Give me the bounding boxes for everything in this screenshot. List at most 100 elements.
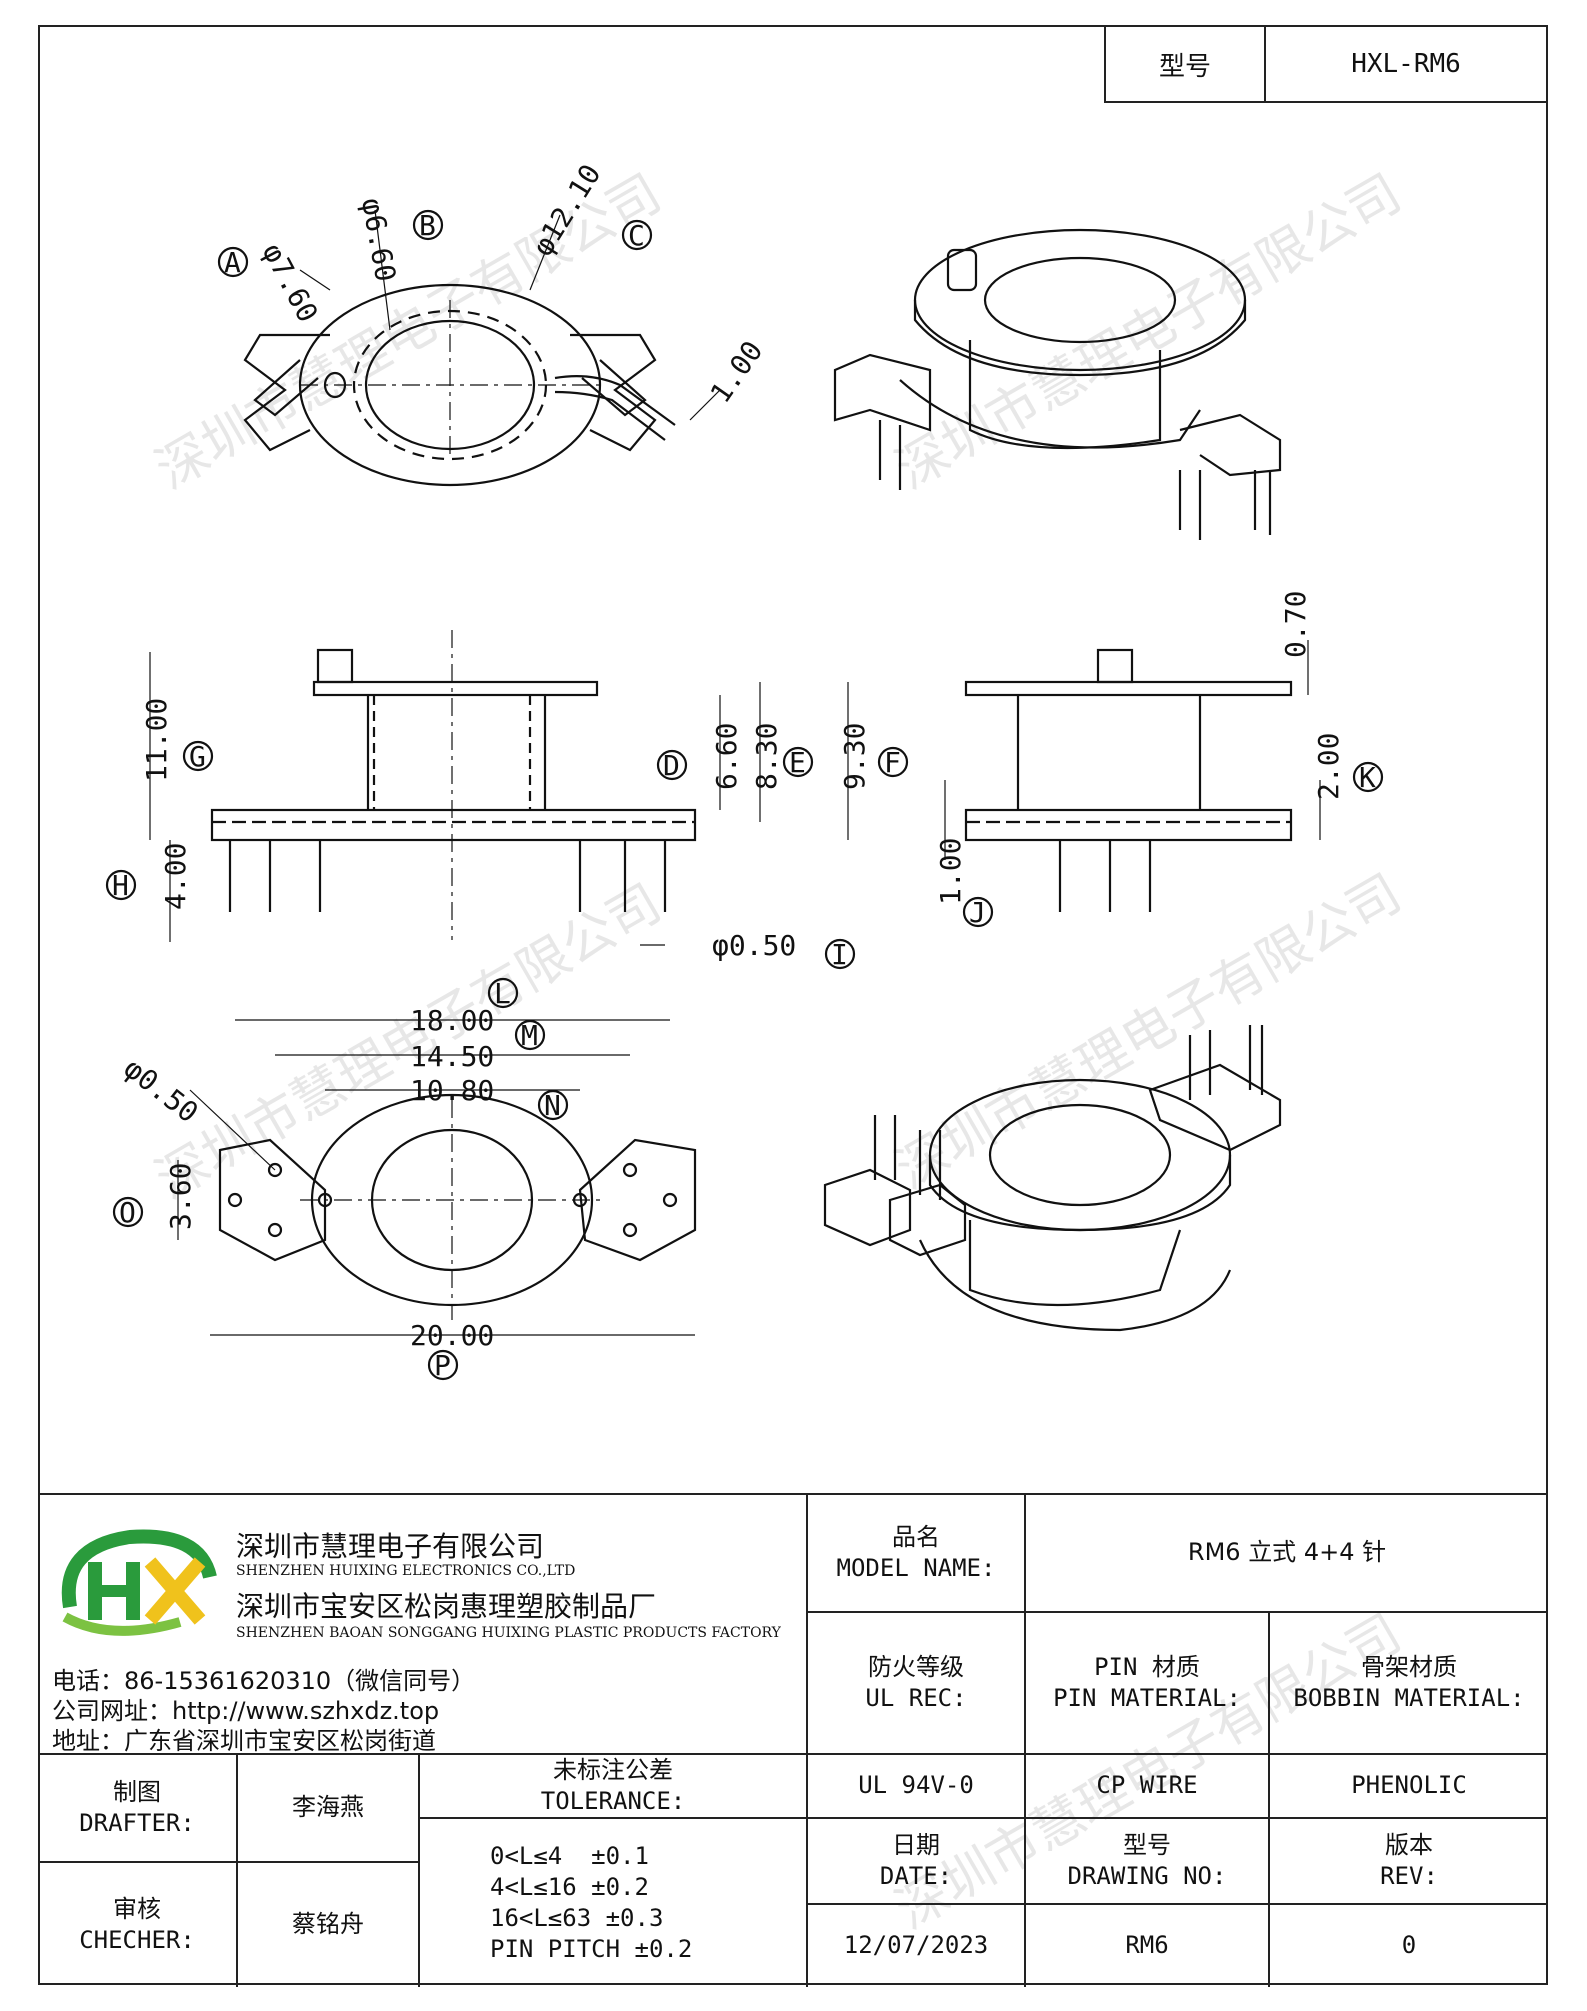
- company-website[interactable]: 公司网址：http://www.szhxdz.top: [52, 1697, 440, 1725]
- ul-rec-value: UL 94V-0: [858, 1771, 974, 1800]
- technical-drawing: A B C φ7.60 φ6.60 φ12.10 1.00: [105, 158, 1384, 1382]
- drafter-en: DRAFTER:: [79, 1809, 195, 1837]
- dim-slot: 1.00: [704, 335, 770, 409]
- bobbin-material-en: BOBBIN MATERIAL:: [1293, 1684, 1525, 1712]
- tolerance-line: 16<L≤63 ±0.3: [490, 1904, 664, 1932]
- date-label: 日期 DATE:: [808, 1819, 1024, 1903]
- dim-g: 11.00: [140, 698, 173, 782]
- bobbin-material-cn: 骨架材质: [1361, 1652, 1457, 1681]
- top-view: [217, 209, 721, 487]
- company-block: 深圳市慧理电子有限公司 SHENZHEN HUIXING ELECTRONICS…: [38, 1495, 806, 1755]
- dim-l: 18.00: [410, 1004, 494, 1037]
- label-e-letter: E: [789, 746, 806, 779]
- tolerance-line: 4<L≤16 ±0.2: [490, 1872, 649, 1901]
- tolerance-line: 0<L≤4 ±0.1: [490, 1841, 649, 1870]
- date-cn: 日期: [892, 1830, 940, 1859]
- company-phone: 电话：86-15361620310（微信同号）: [52, 1667, 476, 1695]
- checker-value: 蔡铭舟: [292, 1910, 364, 1939]
- pin-material-value: CP WIRE: [1096, 1771, 1198, 1800]
- part-number-label: 型号: [1106, 27, 1266, 101]
- label-j-letter: J: [969, 896, 986, 929]
- label-o-letter: O: [119, 1196, 136, 1229]
- tolerance-label: 未标注公差 TOLERANCE:: [420, 1755, 806, 1817]
- label-m-letter: M: [521, 1019, 538, 1052]
- dim-i: φ0.50: [712, 929, 796, 962]
- company-name-en: SHENZHEN HUIXING ELECTRONICS CO.,LTD: [236, 1563, 576, 1579]
- factory-name-en: SHENZHEN BAOAN SONGGANG HUIXING PLASTIC …: [236, 1625, 781, 1641]
- dim-h: 4.00: [159, 843, 192, 910]
- dim-b: φ6.60: [355, 195, 402, 284]
- label-f-letter: F: [884, 746, 901, 779]
- drafter-label: 制图 DRAFTER:: [38, 1755, 236, 1861]
- label-p-letter: P: [434, 1349, 451, 1382]
- dim-p: 20.00: [410, 1319, 494, 1352]
- bobbin-material-value: PHENOLIC: [1351, 1771, 1467, 1800]
- dim-k: 2.00: [1312, 733, 1345, 800]
- label-k-letter: K: [1359, 761, 1376, 794]
- tolerance-cn: 未标注公差: [553, 1755, 673, 1784]
- dim-n: 10.80: [410, 1074, 494, 1107]
- factory-name-cn: 深圳市宝安区松岗惠理塑胶制品厂: [236, 1590, 657, 1623]
- label-l-letter: L: [494, 977, 511, 1010]
- drawing-no-en: DRAWING NO:: [1067, 1862, 1227, 1890]
- tolerance-line: PIN PITCH ±0.2: [490, 1935, 693, 1964]
- label-n-letter: N: [544, 1089, 561, 1122]
- dim-j: 1.00: [934, 838, 967, 905]
- checker-label: 审核 CHECHER:: [38, 1863, 236, 1987]
- tolerance-table: 0<L≤4 ±0.1 4<L≤16 ±0.2 16<L≤63 ±0.3 PIN …: [420, 1819, 806, 1987]
- label-c-letter: C: [628, 219, 645, 252]
- checker-en: CHECHER:: [79, 1926, 195, 1954]
- rev-en: REV:: [1380, 1862, 1438, 1890]
- label-g-letter: G: [189, 740, 206, 773]
- pin-material-label: PIN 材质 PIN MATERIAL:: [1026, 1613, 1268, 1753]
- company-logo-icon: [61, 1529, 217, 1636]
- date-en: DATE:: [879, 1862, 953, 1890]
- pin-material-cn: PIN 材质: [1094, 1652, 1200, 1681]
- model-name-value: RM6 立式 4+4 针: [1187, 1538, 1387, 1567]
- label-h-letter: H: [112, 869, 129, 902]
- label-a-letter: A: [224, 246, 241, 279]
- dim-o: 3.60: [164, 1163, 197, 1230]
- company-address: 地址：广东省深圳市宝安区松岗街道: [52, 1727, 436, 1755]
- rev-cn: 版本: [1385, 1830, 1433, 1859]
- part-number-box: 型号 HXL-RM6: [1104, 25, 1548, 103]
- ul-rec-cn: 防火等级: [868, 1652, 964, 1681]
- tolerance-en: TOLERANCE:: [540, 1787, 686, 1815]
- ul-rec-en: UL REC:: [865, 1684, 967, 1712]
- title-block: 深圳市慧理电子有限公司 SHENZHEN HUIXING ELECTRONICS…: [38, 1493, 1548, 1987]
- front-view: [105, 630, 909, 970]
- date-value: 12/07/2023: [843, 1931, 989, 1960]
- dim-pin: φ0.50: [118, 1052, 205, 1130]
- dim-m: 14.50: [410, 1040, 494, 1073]
- iso-view-bottom: [823, 1025, 1282, 1332]
- part-number-value: HXL-RM6: [1351, 49, 1461, 79]
- dim-d: 6.60: [710, 723, 743, 790]
- dim-a: φ7.60: [256, 238, 325, 328]
- model-name-label: 品名 MODEL NAME:: [808, 1495, 1024, 1611]
- dim-c: φ12.10: [526, 158, 608, 261]
- label-b-letter: B: [419, 209, 436, 242]
- ul-rec-label: 防火等级 UL REC:: [808, 1613, 1024, 1753]
- label-i-letter: I: [831, 938, 848, 971]
- drawing-no-cn: 型号: [1123, 1830, 1171, 1859]
- rev-label: 版本 REV:: [1270, 1819, 1548, 1903]
- drawing-no-value: RM6: [1125, 1931, 1169, 1960]
- iso-view-top: [833, 228, 1282, 540]
- rev-value: 0: [1401, 1931, 1417, 1960]
- checker-cn: 审核: [113, 1894, 161, 1923]
- bottom-view: [112, 977, 697, 1381]
- label-d-letter: D: [663, 749, 680, 782]
- dim-f: 9.30: [838, 723, 871, 790]
- drawing-no-label: 型号 DRAWING NO:: [1026, 1819, 1268, 1903]
- side-view: [944, 640, 1384, 928]
- model-name-en: MODEL NAME:: [836, 1554, 996, 1582]
- pin-material-en: PIN MATERIAL:: [1053, 1684, 1241, 1712]
- bobbin-material-label: 骨架材质 BOBBIN MATERIAL:: [1270, 1613, 1548, 1753]
- dim-e: 8.30: [750, 723, 783, 790]
- drafter-cn: 制图: [113, 1777, 161, 1806]
- dim-top: 0.70: [1279, 591, 1312, 658]
- drafter-value: 李海燕: [292, 1793, 364, 1822]
- company-name-cn: 深圳市慧理电子有限公司: [236, 1530, 545, 1563]
- model-name-cn: 品名: [892, 1522, 940, 1551]
- drawing-sheet: [38, 25, 1548, 1985]
